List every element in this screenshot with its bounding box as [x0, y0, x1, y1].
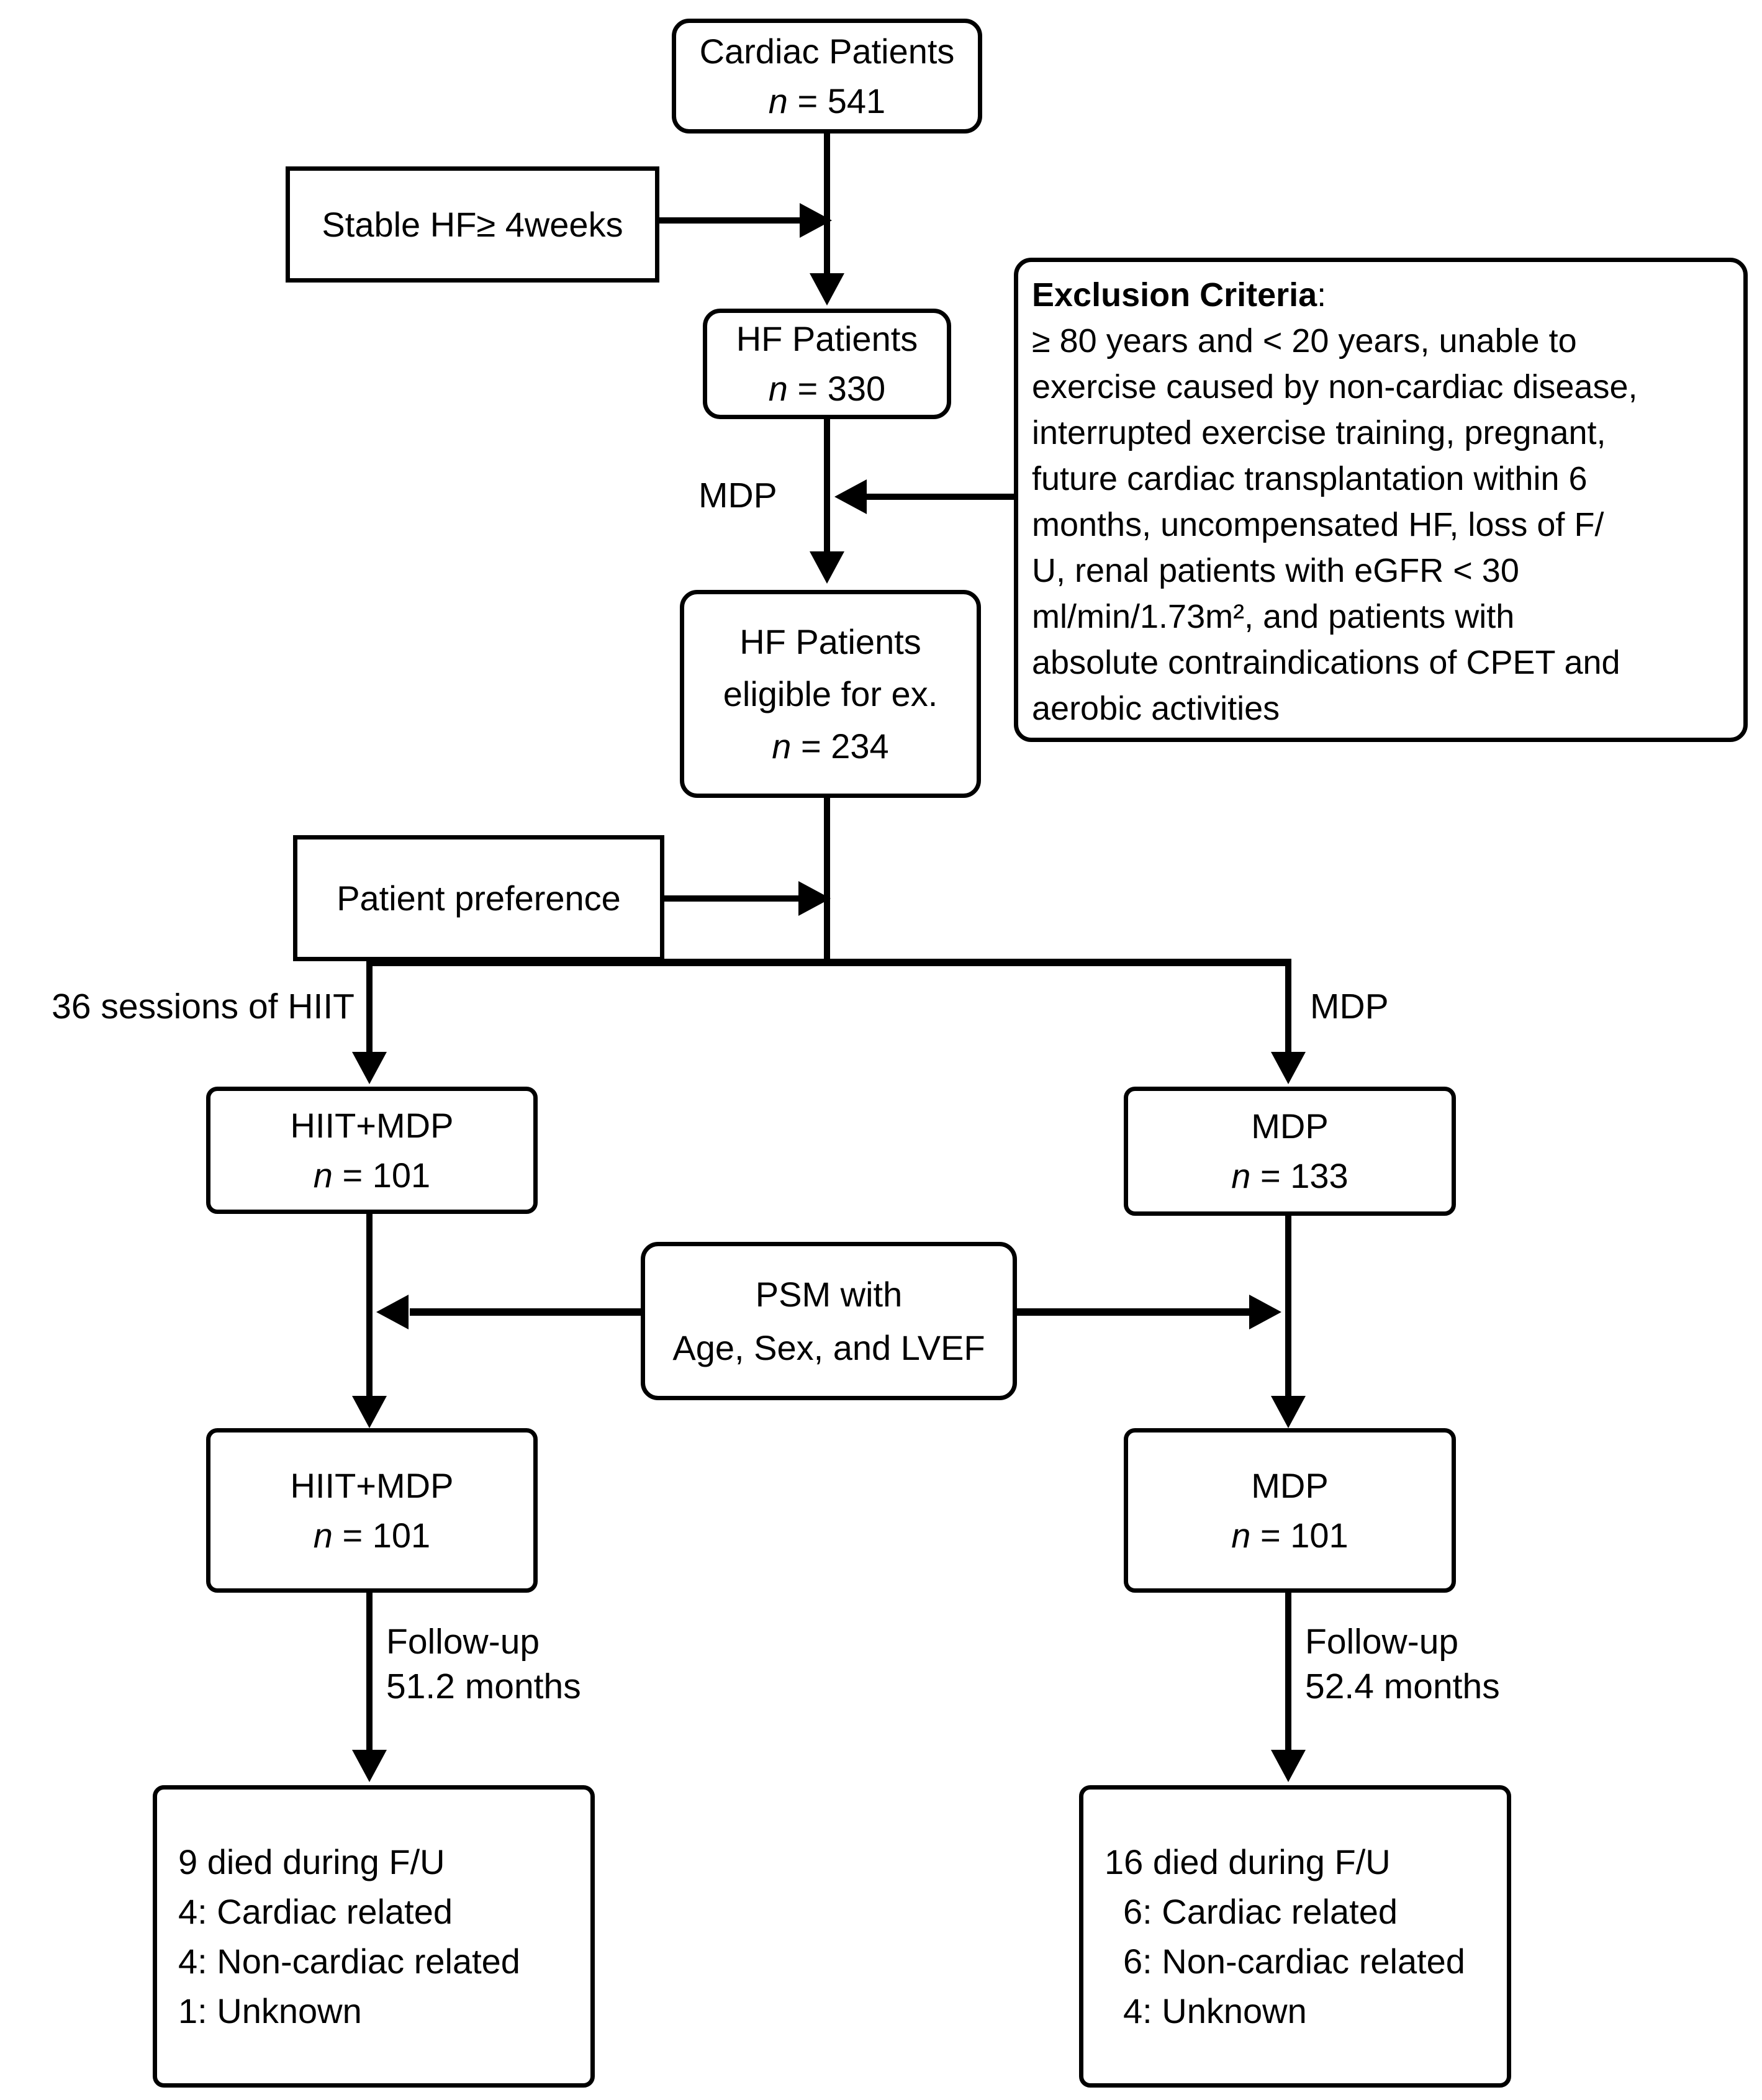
arrowheads [352, 203, 1306, 1782]
arrow-left-from-psm [376, 1295, 409, 1329]
mdp-exclusion-label: MDP [698, 476, 777, 515]
exclusion-criteria-box: Exclusion Criteria: ≥ 80 years and < 20 … [1014, 258, 1748, 742]
hf-patients-box: HF Patients n = 330 [703, 309, 951, 419]
arrow-down-into-mdp101-box [1271, 1396, 1306, 1428]
arrow-right-from-psm [1249, 1295, 1281, 1329]
mdp-133-box: MDP n = 133 [1124, 1087, 1456, 1216]
arrow-down-into-mdp133-box [1271, 1052, 1306, 1084]
arrow-down-into-hiit1-box [352, 1052, 387, 1084]
outcome-left-box: 9 died during F/U 4: Cardiac related 4: … [153, 1785, 595, 2088]
exclusion-line: exercise caused by non-cardiac disease, [1032, 368, 1638, 405]
outcome-right-line: 6: Non-cardiac related [1123, 1941, 1465, 1981]
hf-patients-label: HF Patients [736, 319, 918, 358]
arrow-down-into-hiit2-box [352, 1396, 387, 1428]
hiit-mdp-1-label: HIIT+MDP [290, 1105, 454, 1145]
exclusion-line: U, renal patients with eGFR < 30 [1032, 552, 1519, 589]
arrow-down-into-outcome-left [352, 1750, 387, 1782]
exclusion-line: absolute contraindications of CPET and [1032, 644, 1620, 681]
exclusion-line: future cardiac transplantation within 6 [1032, 460, 1588, 497]
followup-right-label: Follow-up 52.4 months [1305, 1619, 1500, 1709]
mdp-133-count: n = 133 [1231, 1156, 1349, 1195]
hf-eligible-count: n = 234 [772, 726, 889, 766]
sessions-hiit-label: 36 sessions of HIIT [52, 987, 355, 1026]
hiit-mdp-box-2: HIIT+MDP n = 101 [206, 1428, 538, 1593]
outcome-left-line: 1: Unknown [178, 1991, 362, 2030]
hf-eligible-label-2: eligible for ex. [723, 674, 938, 713]
outcome-right-line: 6: Cardiac related [1123, 1891, 1398, 1931]
outcome-right-line: 16 died during F/U [1105, 1842, 1391, 1881]
arrow-down-into-outcome-right [1271, 1750, 1306, 1782]
mdp-branch-label: MDP [1310, 987, 1389, 1026]
hf-eligible-box: HF Patients eligible for ex. n = 234 [680, 590, 981, 798]
exclusion-line: months, uncompensated HF, loss of F/ [1032, 506, 1604, 543]
followup-right-line-1: Follow-up [1305, 1622, 1459, 1662]
mdp-133-label: MDP [1251, 1107, 1329, 1146]
stable-hf-label: Stable HF≥ 4weeks [322, 204, 623, 244]
outcome-left-line: 9 died during F/U [178, 1842, 445, 1881]
outcome-right-box: 16 died during F/U 6: Cardiac related 6:… [1079, 1785, 1511, 2088]
arrow-right-from-preference [798, 881, 831, 916]
patient-preference-label: Patient preference [337, 878, 621, 918]
connector-lines [366, 134, 1291, 1751]
hiit-mdp-2-label: HIIT+MDP [290, 1465, 454, 1505]
outcome-left-line: 4: Cardiac related [178, 1891, 453, 1931]
mdp-101-label: MDP [1251, 1465, 1329, 1505]
cardiac-patients-count: n = 541 [768, 81, 886, 120]
hf-patients-count: n = 330 [768, 369, 886, 408]
exclusion-line: aerobic activities [1032, 690, 1280, 727]
outcome-left-line: 4: Non-cardiac related [178, 1941, 520, 1981]
arrow-down-into-eligible-box [810, 551, 844, 584]
patient-preference-box: Patient preference [293, 835, 664, 961]
followup-left-line-1: Follow-up [386, 1622, 540, 1662]
hiit-mdp-1-count: n = 101 [313, 1155, 431, 1195]
cardiac-patients-box: Cardiac Patients n = 541 [672, 19, 982, 134]
hf-eligible-label-1: HF Patients [739, 622, 921, 661]
exclusion-line: ≥ 80 years and < 20 years, unable to [1032, 322, 1577, 360]
arrow-left-from-exclusion [834, 479, 867, 514]
arrow-down-into-hf-box [810, 273, 844, 305]
exclusion-heading: Exclusion Criteria: [1032, 276, 1327, 314]
exclusion-line: interrupted exercise training, pregnant, [1032, 414, 1606, 451]
followup-right-line-2: 52.4 months [1305, 1667, 1500, 1706]
arrow-right-from-stablehf [800, 203, 832, 238]
psm-label-1: PSM with [755, 1274, 903, 1314]
outcome-right-line: 4: Unknown [1123, 1991, 1307, 2030]
followup-left-label: Follow-up 51.2 months [386, 1619, 581, 1709]
stable-hf-box: Stable HF≥ 4weeks [286, 166, 659, 283]
hiit-mdp-box-1: HIIT+MDP n = 101 [206, 1087, 538, 1214]
psm-box: PSM with Age, Sex, and LVEF [641, 1242, 1017, 1400]
cardiac-patients-label: Cardiac Patients [699, 31, 955, 71]
mdp-101-count: n = 101 [1231, 1515, 1349, 1555]
psm-label-2: Age, Sex, and LVEF [672, 1328, 985, 1367]
followup-left-line-2: 51.2 months [386, 1667, 581, 1706]
mdp-101-box: MDP n = 101 [1124, 1428, 1456, 1593]
exclusion-line: ml/min/1.73m², and patients with [1032, 598, 1515, 635]
hiit-mdp-2-count: n = 101 [313, 1515, 431, 1555]
